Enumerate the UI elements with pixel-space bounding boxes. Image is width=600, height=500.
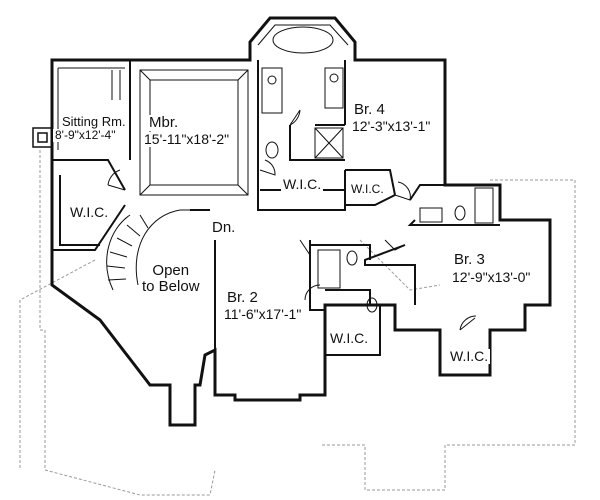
interior-walls bbox=[52, 60, 500, 395]
wic-master-bath-label: W.I.C. bbox=[281, 176, 324, 192]
roof-outline bbox=[19, 150, 576, 496]
master-bedroom-name: Mbr. bbox=[147, 114, 181, 131]
bay-window bbox=[257, 24, 349, 54]
bathroom-fixtures bbox=[261, 67, 494, 313]
master-bedroom-dims: 15'-11"x18'-2" bbox=[142, 131, 232, 147]
wic-br2-label: W.I.C. bbox=[328, 330, 371, 346]
open-to-below-label: Open to Below bbox=[140, 262, 202, 295]
exterior-walls bbox=[50, 16, 552, 427]
bedroom-3-dims: 12'-9"x13'-0" bbox=[450, 269, 533, 285]
wic-br3-label: W.I.C. bbox=[448, 348, 491, 364]
bedroom-2-name: Br. 2 bbox=[225, 289, 260, 306]
wic-master-left-label: W.I.C. bbox=[68, 204, 111, 220]
sitting-room-name: Sitting Rm. bbox=[60, 114, 128, 129]
bedroom-2-dims: 11'-6"x17'-1" bbox=[222, 306, 304, 322]
bedroom-4-dims: 12'-3"x13'-1" bbox=[350, 118, 433, 134]
staircase bbox=[106, 209, 190, 291]
bedroom-4-name: Br. 4 bbox=[352, 101, 387, 118]
sitting-room-dims: 8'-9"x12'-4" bbox=[53, 128, 118, 142]
doors bbox=[107, 109, 477, 331]
bedroom-3-name: Br. 3 bbox=[452, 251, 487, 268]
fireplace bbox=[32, 127, 53, 148]
stairs-down-label: Dn. bbox=[210, 219, 238, 236]
wic-br4-label: W.I.C. bbox=[349, 182, 386, 196]
